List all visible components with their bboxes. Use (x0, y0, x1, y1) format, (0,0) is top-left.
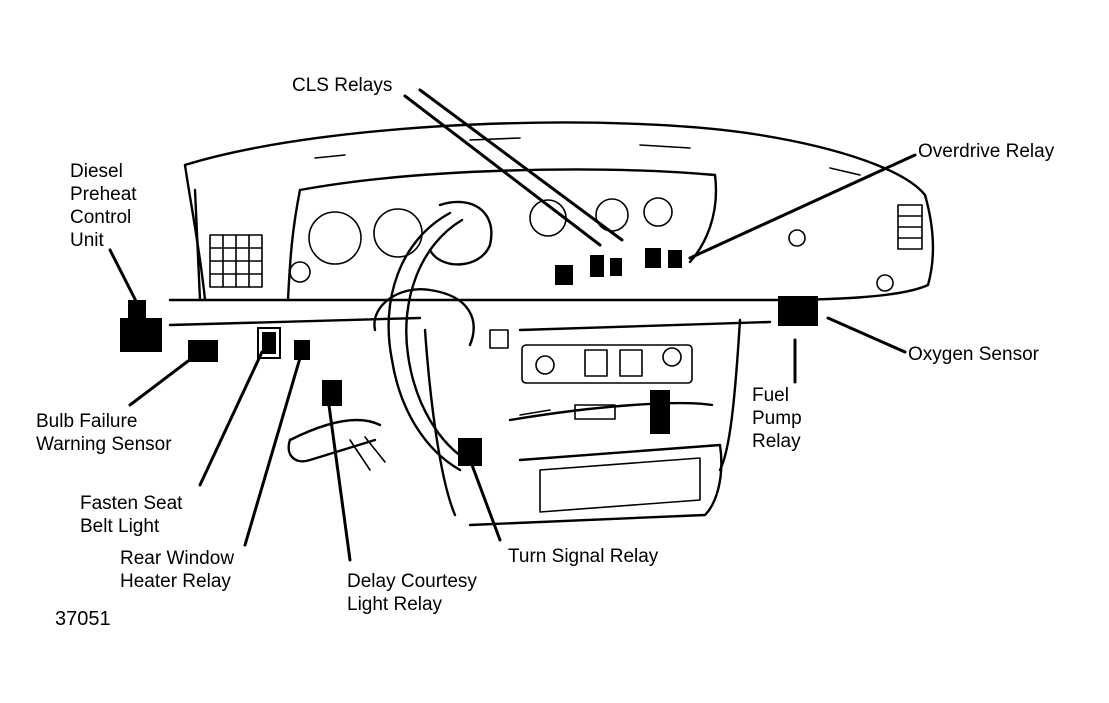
label-turn-signal-relay: Turn Signal Relay (508, 546, 659, 567)
figure-number: 37051 (55, 608, 111, 630)
label-delay-courtesy-light-relay: Delay Courtesy Light Relay (347, 571, 477, 615)
leader-oxygen-sensor (826, 316, 907, 354)
leader-cls-relays-2 (418, 88, 624, 242)
leader-overdrive-relay (688, 153, 917, 260)
leader-delay-courtesy (326, 396, 352, 562)
label-rear-window-heater-relay: Rear Window Heater Relay (120, 548, 235, 592)
leader-cls-relays (403, 94, 602, 247)
leader-fasten-seat-belt (198, 350, 264, 487)
label-diesel-preheat-control-unit: Diesel Preheat Control Unit (70, 161, 137, 251)
label-fuel-pump-relay: Fuel Pump Relay (752, 385, 802, 452)
label-oxygen-sensor: Oxygen Sensor (908, 344, 1039, 365)
label-bulb-failure-warning-sensor: Bulb Failure Warning Sensor (36, 411, 172, 455)
leader-diesel-preheat (108, 248, 140, 307)
leader-turn-signal-relay (470, 463, 502, 542)
label-overdrive-relay: Overdrive Relay (918, 141, 1055, 162)
label-cls-relays: CLS Relays (292, 75, 393, 96)
leader-rear-window-heater (243, 356, 302, 547)
label-fasten-seat-belt-light: Fasten Seat Belt Light (80, 493, 183, 537)
leader-bulb-failure (128, 350, 202, 407)
